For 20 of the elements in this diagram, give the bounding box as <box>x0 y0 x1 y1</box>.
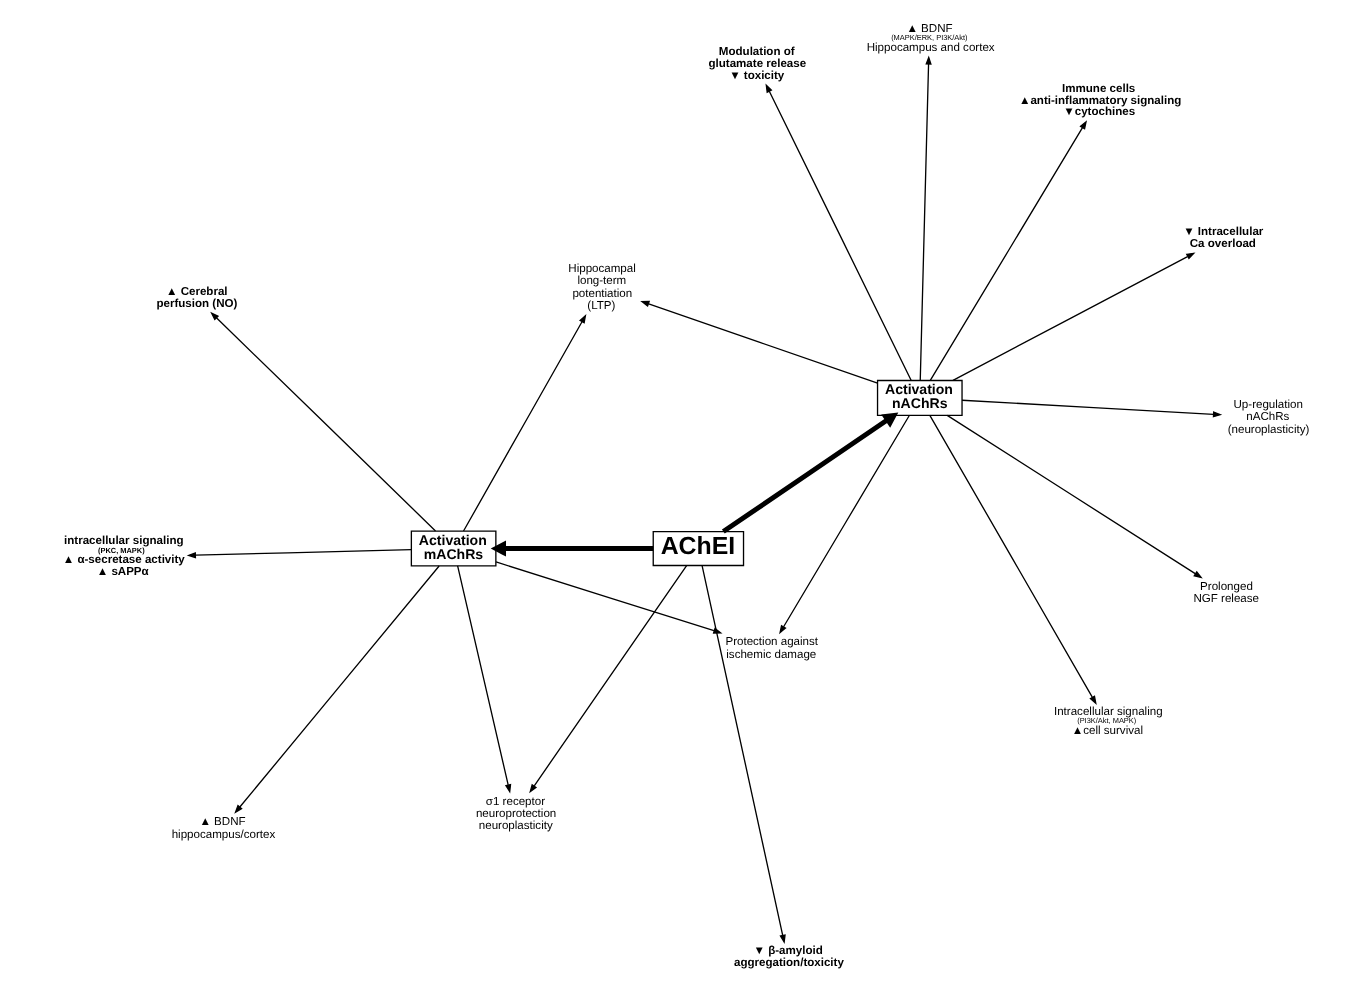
arrow <box>721 412 899 534</box>
arrow <box>919 55 932 381</box>
arrow <box>640 300 879 384</box>
arrow <box>701 564 786 944</box>
arrow <box>529 564 688 794</box>
arrow <box>462 314 587 532</box>
node-box: AChEI <box>652 530 745 567</box>
arrow <box>456 565 512 794</box>
arrow <box>765 83 912 382</box>
arrow <box>929 120 1088 382</box>
arrow <box>779 414 910 635</box>
arrow <box>929 414 1097 705</box>
arrow <box>946 414 1203 579</box>
arrow <box>210 311 437 532</box>
arrow <box>961 399 1223 418</box>
arrow <box>234 565 440 814</box>
arrow <box>186 548 412 559</box>
arrow <box>495 561 723 634</box>
arrow <box>952 252 1196 382</box>
arrow <box>490 540 654 557</box>
